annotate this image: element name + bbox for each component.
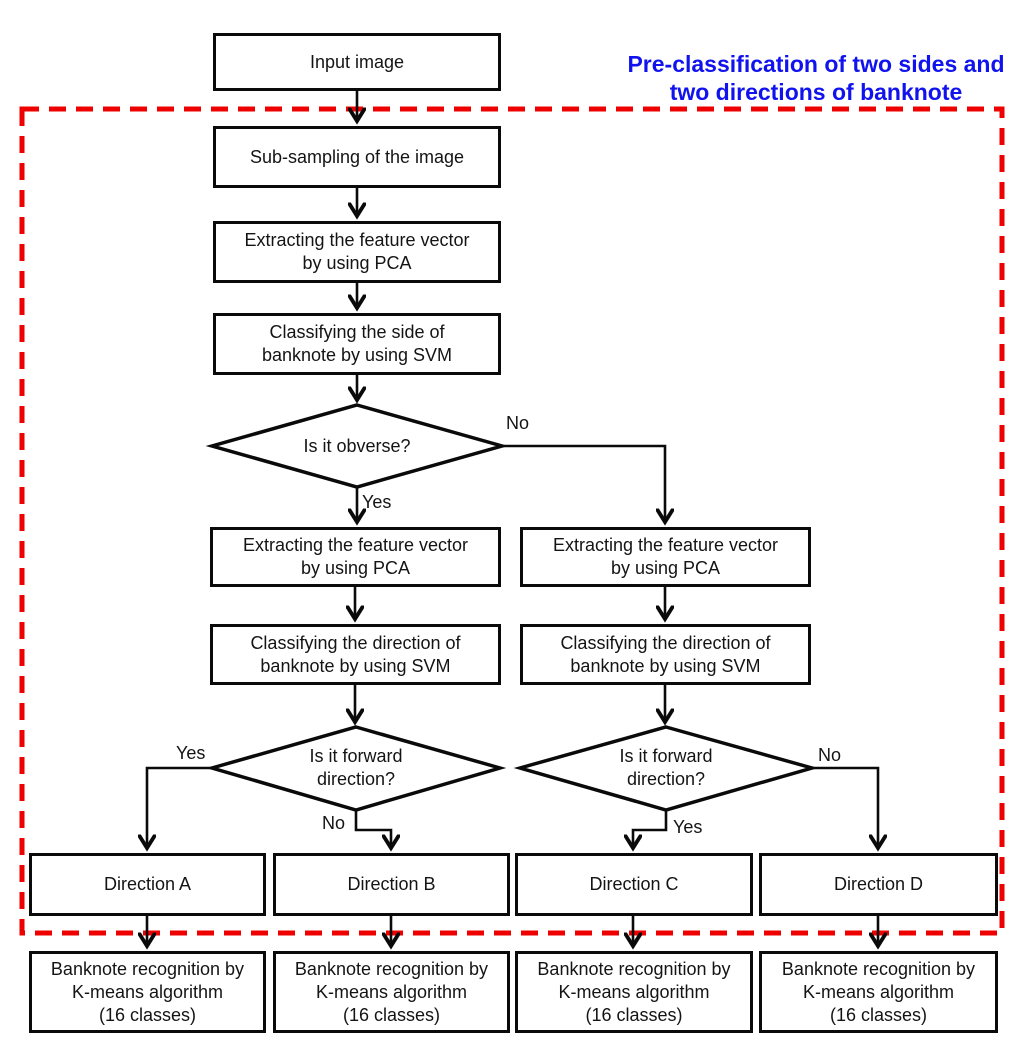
edge-label-obverse-yes: Yes <box>362 492 392 512</box>
edge-label-obverse-no: No <box>506 413 530 433</box>
decision-is-obverse <box>205 403 509 489</box>
page-title: Pre-classification of two sides and two … <box>612 50 1020 106</box>
classify-side-box: Classifying the side of banknote by usin… <box>213 313 501 375</box>
edge-forwardright-yes <box>633 810 668 848</box>
direction-a-box: Direction A <box>29 853 266 916</box>
kmeans-d-box: Banknote recognition by K-means algorith… <box>759 951 998 1033</box>
decision-forward-left <box>205 725 507 812</box>
kmeans-a-box: Banknote recognition by K-means algorith… <box>29 951 266 1033</box>
edge-label-forward-left-yes: Yes <box>176 743 206 763</box>
classify-direction-right-box: Classifying the direction of banknote by… <box>520 624 811 685</box>
edge-label-forward-right-yes: Yes <box>673 817 703 837</box>
direction-d-box: Direction D <box>759 853 998 916</box>
edge-label-forward-right-no: No <box>818 745 842 765</box>
decision-forward-right <box>513 725 819 812</box>
edge-forwardleft-no <box>354 810 391 848</box>
kmeans-c-box: Banknote recognition by K-means algorith… <box>515 951 753 1033</box>
subsampling-box: Sub-sampling of the image <box>213 126 501 188</box>
page-title-line2: two directions of banknote <box>669 79 963 105</box>
direction-b-box: Direction B <box>273 853 510 916</box>
edge-label-forward-left-no: No <box>322 813 346 833</box>
extract-pca-top-box: Extracting the feature vector by using P… <box>213 221 501 283</box>
kmeans-b-box: Banknote recognition by K-means algorith… <box>273 951 510 1033</box>
edge-forwardleft-yes <box>147 766 212 848</box>
extract-pca-right-box: Extracting the feature vector by using P… <box>520 527 811 587</box>
pre-classification-boundary <box>19 106 1005 936</box>
extract-pca-left-box: Extracting the feature vector by using P… <box>210 527 501 587</box>
input-image-box: Input image <box>213 33 501 91</box>
classify-direction-left-box: Classifying the direction of banknote by… <box>210 624 501 685</box>
page-title-line1: Pre-classification of two sides and <box>627 51 1005 77</box>
direction-c-box: Direction C <box>515 853 753 916</box>
edge-forwardright-no <box>812 766 878 848</box>
edge-obverse-no <box>502 444 665 522</box>
